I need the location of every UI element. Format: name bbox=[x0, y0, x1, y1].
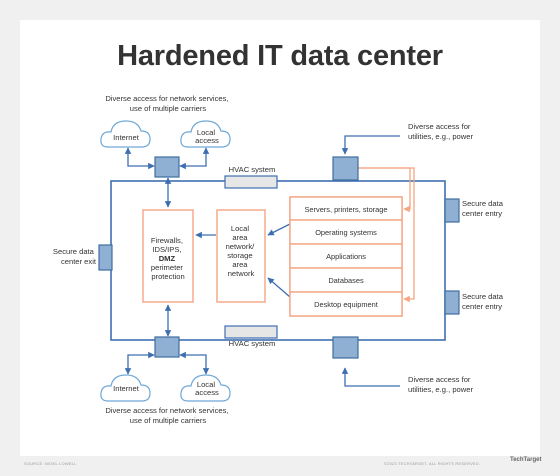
brand-logo: TechTarget bbox=[510, 457, 542, 463]
stack-to-lan-arrow-upper bbox=[267, 223, 291, 236]
stack-label-servers: Servers, printers, storage bbox=[305, 205, 388, 214]
stack-label-os: Operating systems bbox=[315, 228, 377, 237]
stack-layer-desktop bbox=[289, 291, 403, 317]
bottom-services-caption: Diverse access for network services, use… bbox=[105, 406, 230, 425]
stack-layer-applications bbox=[289, 243, 403, 269]
internet-cloud-bottom: Internet bbox=[100, 374, 151, 402]
local-access-cloud-bottom: Local access bbox=[180, 374, 231, 402]
cloud-icon bbox=[180, 374, 231, 402]
utilities-bottom-label: Diverse access for utilities, e.g., powe… bbox=[408, 375, 473, 394]
diagram-panel bbox=[20, 20, 540, 456]
internet-bottom-connector bbox=[124, 351, 155, 375]
hvac-label-bottom: HVAC system bbox=[229, 339, 276, 348]
internet-cloud-top: Internet bbox=[100, 120, 151, 148]
internet-top-connector bbox=[124, 147, 155, 170]
utility-access-block-bottom bbox=[332, 336, 359, 359]
hvac-unit-bottom bbox=[224, 325, 278, 339]
stack-label-databases: Databases bbox=[328, 276, 364, 285]
local-access-cloud-top: Local access bbox=[180, 120, 231, 148]
svg-text:Local access: Local access bbox=[195, 128, 219, 145]
firewall-box-label: Firewalls, IDS/IPS, DMZ perimeter protec… bbox=[151, 236, 185, 281]
secure-exit-label: Secure data center exit bbox=[53, 247, 97, 266]
utility-access-block-top bbox=[332, 156, 359, 181]
svg-text:Local access: Local access bbox=[195, 380, 219, 397]
network-access-block-top bbox=[154, 156, 180, 178]
stack-label-desktop: Desktop equipment bbox=[314, 300, 378, 309]
secure-entry-label-lower: Secure data center entry bbox=[462, 292, 505, 311]
secure-exit-block bbox=[98, 244, 113, 271]
svg-text:Internet: Internet bbox=[113, 384, 140, 393]
stack-label-applications: Applications bbox=[326, 252, 366, 261]
firewall-box bbox=[142, 209, 194, 303]
network-access-block-bottom bbox=[154, 336, 180, 358]
hvac-unit-top bbox=[224, 175, 278, 189]
it-stack: Servers, printers, storage Operating sys… bbox=[289, 196, 403, 317]
secure-entry-block-upper bbox=[444, 198, 460, 223]
svg-text:Internet: Internet bbox=[113, 133, 140, 142]
cloud-icon bbox=[100, 374, 151, 402]
lan-san-box bbox=[216, 209, 266, 303]
cloud-icon bbox=[100, 120, 151, 148]
utilities-top-arrow bbox=[341, 135, 400, 155]
local-access-bottom-connector bbox=[179, 351, 210, 375]
utilities-bottom-arrow bbox=[341, 367, 400, 387]
utilities-top-label: Diverse access for utilities, e.g., powe… bbox=[408, 122, 473, 141]
cloud-icon bbox=[180, 120, 231, 148]
top-services-caption: Diverse access for network services, use… bbox=[105, 94, 230, 113]
secure-entry-block-lower bbox=[444, 290, 460, 315]
power-line-bottom bbox=[358, 167, 411, 213]
local-access-top-connector bbox=[179, 147, 210, 170]
secure-entry-label-upper: Secure data center entry bbox=[462, 199, 505, 218]
lan-san-box-label: Local area network/ storage area network bbox=[226, 224, 257, 278]
footer-copyright: ©2023 TECHTARGET. ALL RIGHTS RESERVED. bbox=[384, 461, 481, 466]
diagram-title: Hardened IT data center bbox=[117, 40, 443, 72]
stack-to-lan-arrow-lower bbox=[267, 277, 291, 298]
hvac-label-top: HVAC system bbox=[229, 165, 276, 174]
footer-source: SOURCE: NIGEL LOWELL bbox=[24, 461, 77, 466]
